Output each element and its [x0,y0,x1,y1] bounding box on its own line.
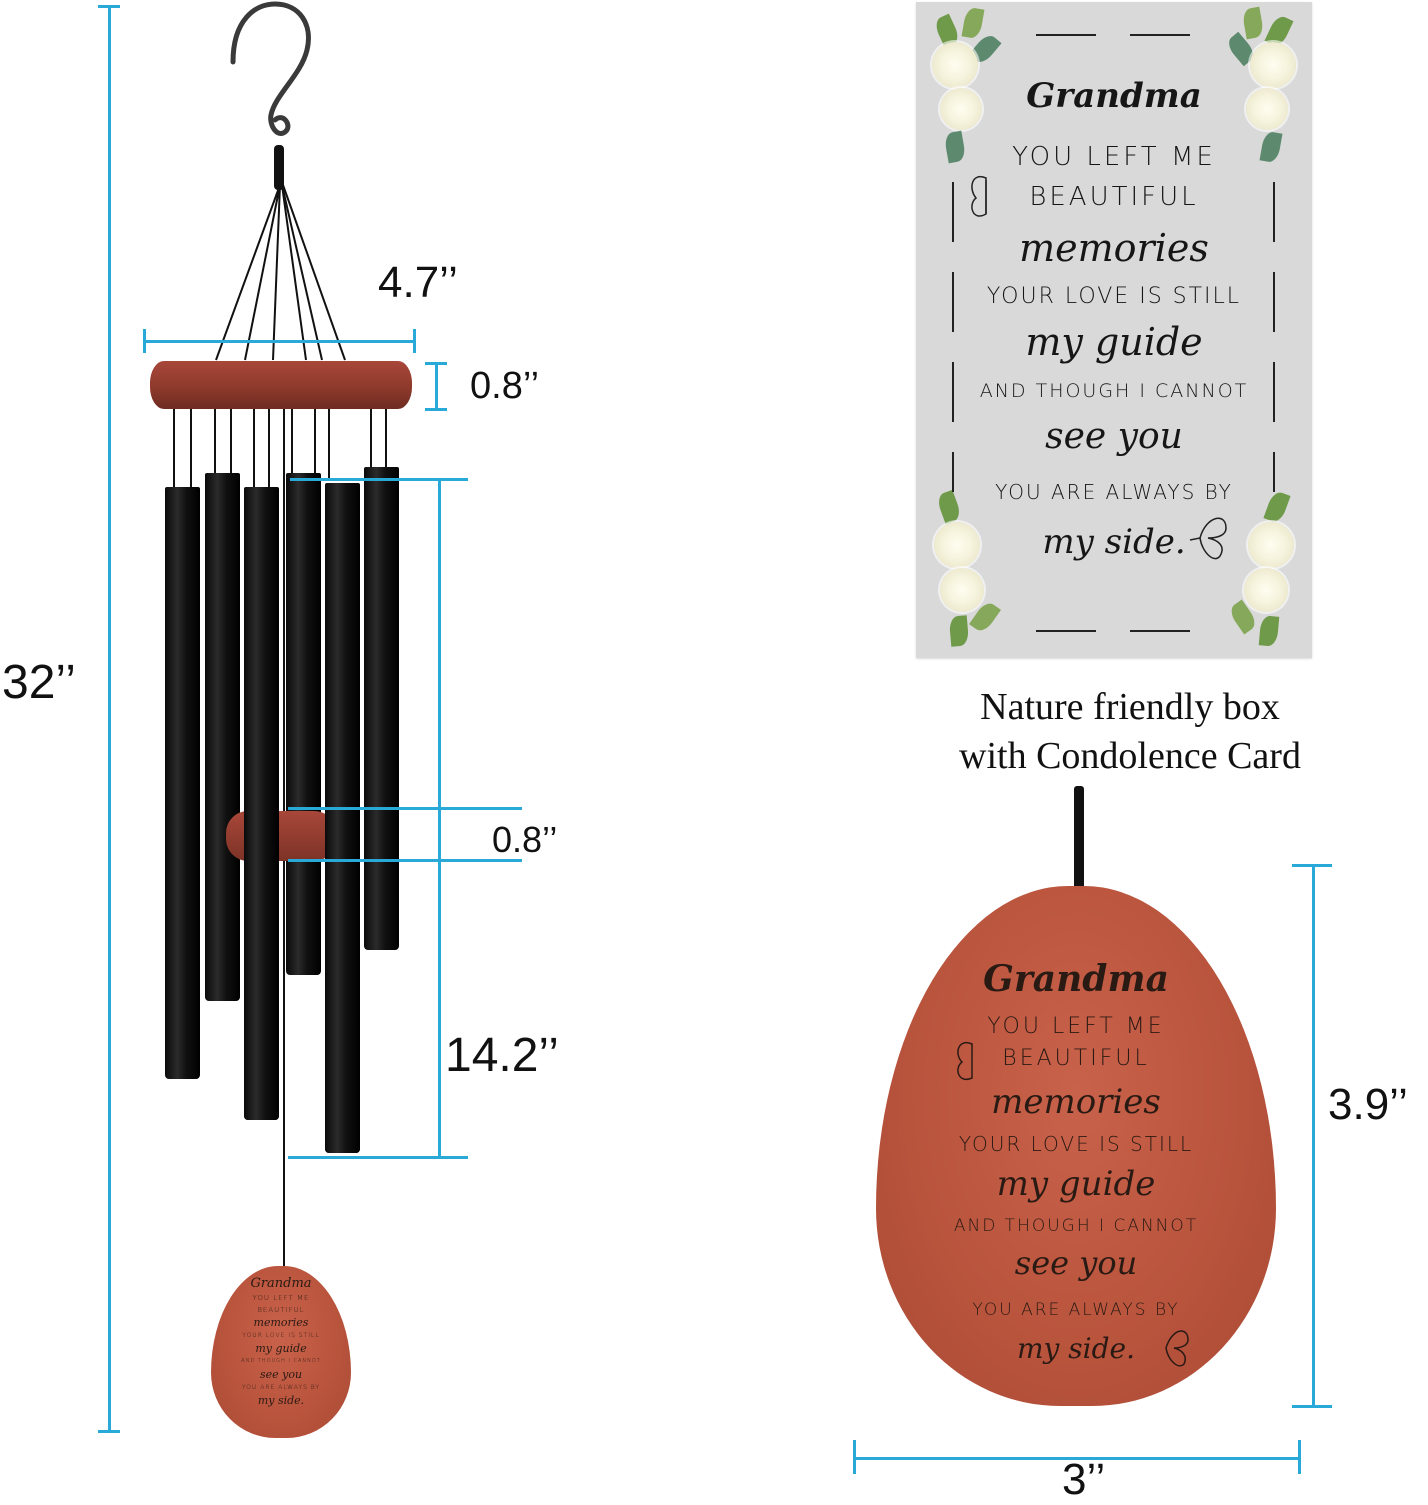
total-height-label: 32’’ [2,656,76,709]
card-line: see you [1045,416,1183,457]
small-wind-sail-plaque: Grandma YOU LEFT ME BEAUTIFUL memories Y… [211,1266,351,1438]
striker-bottom-line [288,859,522,862]
small-plaque-line: see you [259,1368,303,1381]
sail-width-line [854,1457,1300,1460]
sail-width-cap-left [853,1440,856,1474]
tube-wire [173,409,175,489]
hanging-knot [274,145,284,190]
sail-width-cap-right [1298,1440,1301,1474]
frame-ornament-bottom-right [1130,630,1190,632]
tube-length-label: 14.2’’ [445,1029,559,1082]
tube-length-bottom-line [288,1156,468,1159]
frame-ornament-top-left [1036,34,1096,36]
chime-tube-6 [364,467,399,950]
butterfly-icon [1189,517,1227,560]
plaque-cord [1074,786,1084,890]
plaque-line: YOU LEFT ME [987,1014,1165,1039]
tube-length-top-line [290,478,468,481]
tube-wire [370,409,372,469]
striker-top-line [288,807,522,810]
card-line: YOUR LOVE IS STILL [986,284,1242,309]
small-plaque-line: YOU LEFT ME [252,1294,310,1302]
sail-height-cap-bottom [1292,1405,1332,1408]
top-width-cap-right [413,329,416,353]
butterfly-icon [1165,1330,1189,1367]
total-height-line [108,5,111,1433]
top-thickness-cap-bottom [425,408,447,411]
plaque-line: YOU ARE ALWAYS BY [972,1300,1180,1320]
chime-tube-3-front [244,805,279,1120]
frame-ornament-top-right [1130,34,1190,36]
card-line: AND THOUGH I CANNOT [979,380,1249,402]
plaque-line: AND THOUGH I CANNOT [953,1216,1199,1236]
plaque-line: see you [1014,1244,1138,1282]
plaque-title: Grandma [983,958,1169,1000]
card-line: YOU LEFT ME [1012,142,1216,172]
sail-height-cap-top [1292,864,1332,867]
tube-wire [291,409,293,474]
card-line: my guide [1025,320,1203,364]
caption-line-1: Nature friendly box [980,686,1280,728]
sail-height-line [1312,865,1315,1407]
tube-wire [314,409,316,479]
chime-tube-4 [286,473,321,975]
tube-wire [230,409,232,474]
card-title: Grandma [1026,76,1202,116]
tube-wire [253,409,255,489]
total-height-cap-bottom [98,1430,120,1433]
sail-width-label: 3’’ [1062,1455,1106,1504]
top-thickness-line [435,364,438,410]
hanging-strings [215,184,346,361]
total-height-cap-top [98,5,120,8]
card-line: BEAUTIFUL [1029,182,1199,212]
top-thickness-cap-top [425,362,447,365]
wooden-striker [226,811,336,861]
plaque-line: my guide [996,1164,1156,1204]
chime-tube-2 [205,473,240,1001]
small-plaque-line: AND THOUGH I CANNOT [241,1358,321,1364]
card-line: YOU ARE ALWAYS BY [995,480,1233,504]
sail-height-label: 3.9’’ [1328,1080,1408,1129]
plaque-line: YOUR LOVE IS STILL [958,1132,1194,1156]
plaque-line: memories [991,1082,1161,1122]
small-plaque-line: BEAUTIFUL [257,1306,305,1314]
wooden-top-ring [150,361,412,409]
tube-wire [328,409,330,479]
plaque-line: my side. [1017,1332,1135,1365]
small-plaque-line: YOU ARE ALWAYS BY [241,1384,321,1391]
frame-ornament-bottom-left [1036,630,1096,632]
large-wind-sail-plaque: Grandma YOU LEFT ME BEAUTIFUL memories Y… [876,886,1276,1406]
small-plaque-line: memories [253,1316,309,1329]
butterfly-icon [971,175,987,217]
tube-wire [385,409,387,469]
small-plaque-title: Grandma [250,1276,312,1291]
striker-thickness-label: 0.8’’ [492,819,558,860]
tube-wire [190,409,192,489]
top-width-line [144,340,416,343]
caption-line-2: with Condolence Card [959,735,1301,777]
card-line: memories [1019,226,1209,270]
top-width-label: 4.7’’ [378,258,458,307]
frame-ornament-left [952,182,954,492]
condolence-card: Grandma YOU LEFT ME BEAUTIFUL memories Y… [916,2,1312,658]
chime-tube-1 [165,487,200,1079]
plaque-line: BEAUTIFUL [1002,1046,1150,1071]
box-caption: Nature friendly box with Condolence Card [880,683,1380,781]
frame-ornament-right [1273,182,1275,492]
top-width-cap-left [143,329,146,353]
butterfly-icon [957,1041,973,1081]
card-line: my side. [1042,522,1186,562]
chime-tube-5-front [325,805,360,1153]
tube-length-line [438,478,441,1156]
small-plaque-line: YOUR LOVE IS STILL [242,1332,320,1339]
small-plaque-line: my guide [255,1342,307,1355]
hook-icon [230,1,311,136]
tube-wire [268,409,270,489]
small-plaque-line: my side. [257,1394,305,1407]
top-thickness-label: 0.8’’ [470,365,540,407]
tube-wire [214,409,216,474]
